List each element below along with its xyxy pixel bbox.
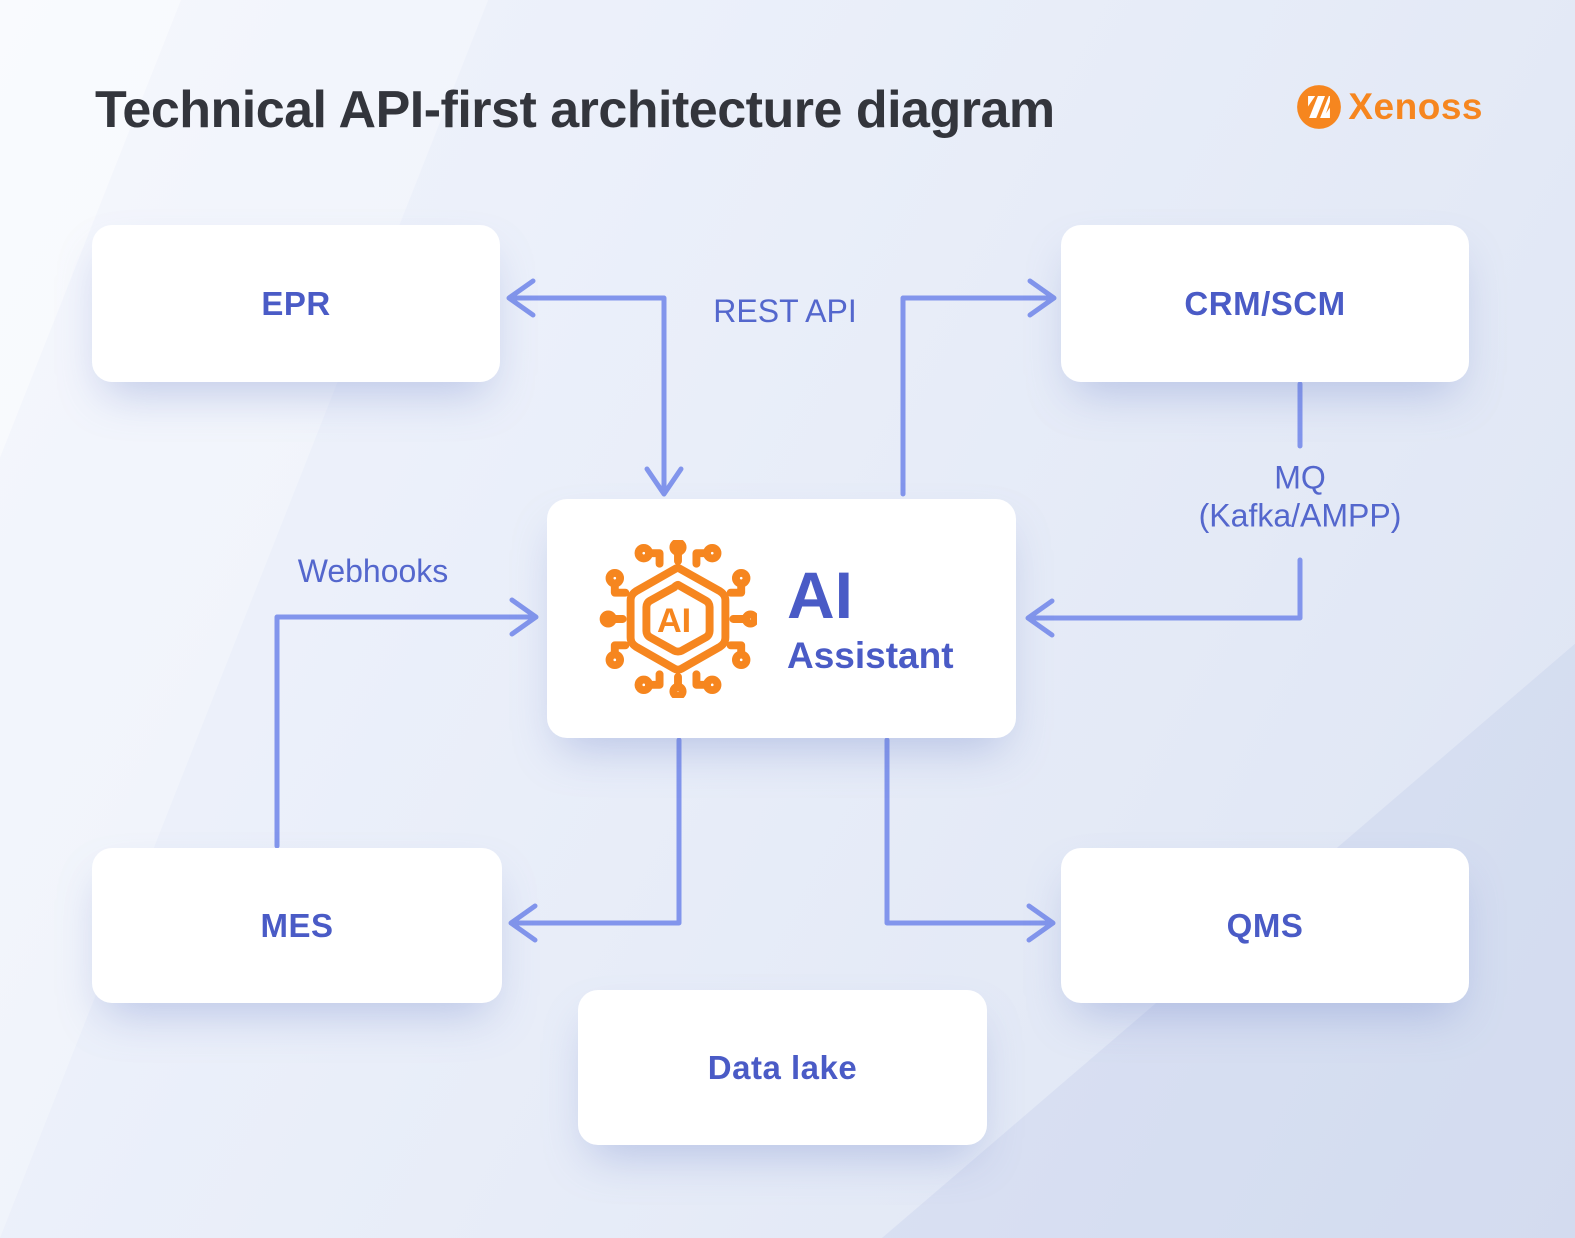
brand-logo: Xenoss — [1296, 84, 1483, 130]
edge-webhooks — [274, 597, 539, 849]
edge-rest-api-epr — [506, 278, 684, 497]
edge-ai-qms — [884, 737, 1056, 943]
node-ai-title: AI — [787, 558, 853, 633]
ai-chip-icon-text: AI — [657, 602, 691, 640]
node-mes-label: MES — [260, 906, 334, 944]
edge-rest-api-crm — [900, 278, 1057, 497]
node-data-lake: Data lake — [578, 990, 987, 1145]
edge-label-mq-line1: MQ — [1274, 459, 1326, 496]
node-data-lake-label: Data lake — [707, 1048, 858, 1086]
node-epr-label: EPR — [261, 284, 331, 322]
xenoss-logo-icon — [1297, 85, 1342, 129]
ai-chip-icon: AI — [599, 539, 757, 698]
brand-name: Xenoss — [1348, 86, 1483, 127]
edge-label-mq-line2: (Kafka/AMPP) — [1198, 497, 1402, 533]
edge-ai-mes — [508, 737, 682, 943]
node-epr: EPR — [92, 225, 500, 382]
node-crm-scm-label: CRM/SCM — [1184, 284, 1346, 322]
node-mes: MES — [92, 848, 502, 1003]
edge-label-rest-api: REST API — [713, 293, 857, 330]
edge-label-mq: MQ (Kafka/AMPP) — [1199, 459, 1402, 535]
node-ai-assistant: AI AI Assistant — [547, 499, 1016, 738]
page-title: Technical API-first architecture diagram — [95, 81, 1055, 139]
edge-label-webhooks: Webhooks — [297, 553, 449, 590]
node-qms: QMS — [1061, 848, 1469, 1003]
node-crm-scm: CRM/SCM — [1061, 225, 1469, 382]
node-ai-subtitle: Assistant — [787, 634, 954, 676]
node-qms-label: QMS — [1226, 906, 1304, 944]
edge-mq — [1025, 381, 1303, 638]
